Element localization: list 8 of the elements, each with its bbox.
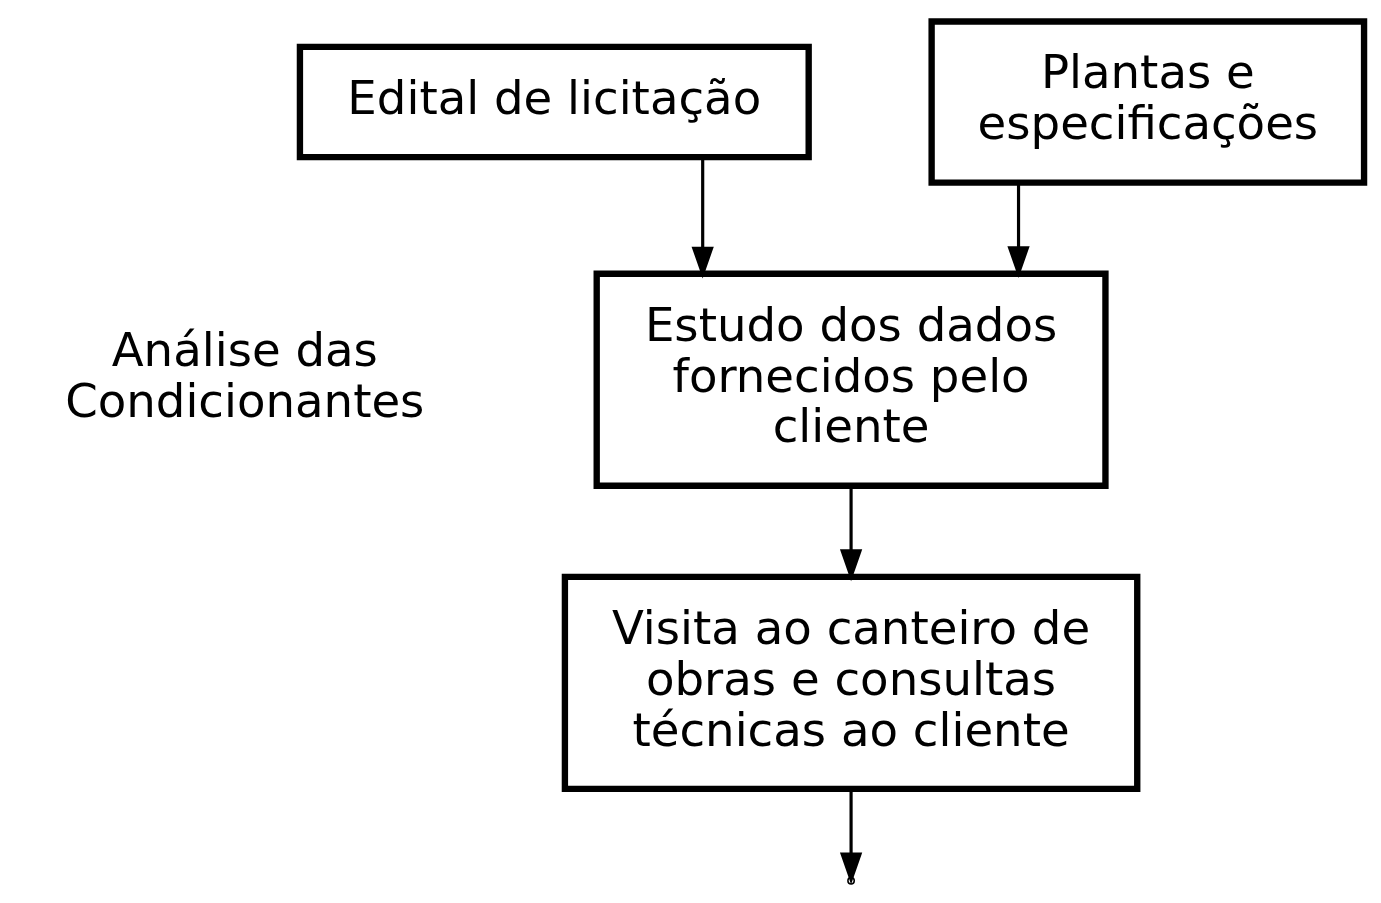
arrow xyxy=(839,789,863,885)
node-box: Estudo dos dados fornecidos pelo cliente xyxy=(593,270,1109,489)
node-box: Plantas e especificações xyxy=(928,18,1368,186)
node-box: Visita ao canteiro de obras e consultas técnicas ao cliente xyxy=(561,573,1141,792)
node-box: Edital de licitação xyxy=(296,43,812,161)
arrow xyxy=(1007,183,1030,279)
label: Análise das Condicionantes xyxy=(65,323,425,429)
arrow xyxy=(691,157,714,279)
